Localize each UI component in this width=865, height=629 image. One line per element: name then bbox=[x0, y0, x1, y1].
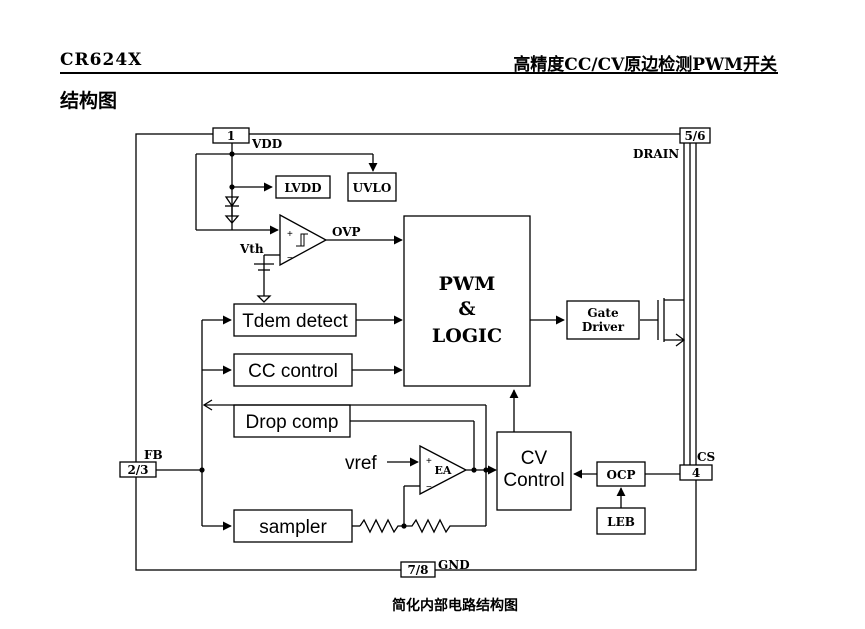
cv-control-box bbox=[496, 431, 572, 511]
ovp-label: OVP bbox=[332, 225, 361, 239]
pin-fb-label: FB bbox=[144, 448, 163, 462]
error-amplifier bbox=[419, 444, 468, 496]
drop-comp-label: Drop comp bbox=[246, 412, 339, 433]
mosfet-arrow bbox=[675, 333, 686, 347]
svg-text:+: + bbox=[287, 229, 293, 240]
pin-cs-label: CS bbox=[697, 450, 715, 464]
ocp-label: OCP bbox=[606, 468, 635, 482]
pin-gnd bbox=[400, 561, 436, 578]
drop-feedback-arrow bbox=[202, 399, 213, 411]
cv-label-2: Control bbox=[503, 470, 564, 491]
pwm-label-3: LOGIC bbox=[432, 325, 502, 347]
pwm-label-1: PWM bbox=[439, 273, 496, 295]
leb-label: LEB bbox=[607, 515, 635, 529]
gate-driver-box bbox=[566, 300, 640, 340]
gate-driver-label-1: Gate bbox=[587, 306, 619, 320]
sampler-label: sampler bbox=[259, 517, 327, 538]
pin-cs bbox=[679, 464, 713, 481]
cv-label-1: CV bbox=[521, 448, 548, 469]
gate-driver-label-2: Driver bbox=[582, 320, 625, 334]
pwm-label-2: & bbox=[458, 298, 475, 320]
pin-vdd-label: VDD bbox=[251, 137, 282, 151]
figure-caption: 简化内部电路结构图 bbox=[392, 597, 518, 614]
zener-diode bbox=[224, 196, 240, 208]
pin-gnd-label: GND bbox=[438, 558, 470, 572]
cc-control-label: CC control bbox=[248, 361, 338, 382]
header-rule bbox=[60, 72, 778, 74]
svg-text:−: − bbox=[426, 482, 432, 493]
pin-gnd-number: 7/8 bbox=[407, 563, 428, 577]
pin-drain-number: 5/6 bbox=[684, 129, 705, 143]
pin-vdd-number: 1 bbox=[227, 129, 235, 143]
pin-drain bbox=[679, 127, 711, 144]
pin-fb-number: 2/3 bbox=[127, 463, 148, 477]
pin-fb bbox=[119, 461, 157, 478]
part-number: CR624X bbox=[60, 50, 143, 70]
pin-vdd bbox=[212, 127, 250, 144]
document-title: 高精度CC/CV原边检测PWM开关 bbox=[513, 55, 777, 75]
pin-cs-number: 4 bbox=[692, 466, 700, 480]
pin-drain-label: DRAIN bbox=[633, 147, 679, 161]
lvdd-box bbox=[275, 175, 331, 199]
chip-outline bbox=[135, 133, 697, 571]
section-title: 结构图 bbox=[60, 90, 118, 112]
svg-text:−: − bbox=[287, 253, 293, 264]
ea-label: EA bbox=[435, 464, 452, 477]
ovp-comparator bbox=[279, 213, 328, 267]
vth-label: Vth bbox=[239, 242, 264, 256]
resistor-2 bbox=[404, 518, 486, 534]
uvlo-label: UVLO bbox=[353, 181, 392, 195]
svg-text:+: + bbox=[426, 456, 432, 467]
pwm-logic-block bbox=[403, 215, 531, 387]
resistor-1 bbox=[359, 518, 404, 534]
uvlo-box bbox=[347, 172, 397, 202]
lvdd-label: LVDD bbox=[284, 181, 321, 195]
ground-symbol bbox=[224, 215, 240, 224]
tdem-detect-label: Tdem detect bbox=[242, 311, 348, 332]
vref-label: vref bbox=[345, 453, 377, 474]
